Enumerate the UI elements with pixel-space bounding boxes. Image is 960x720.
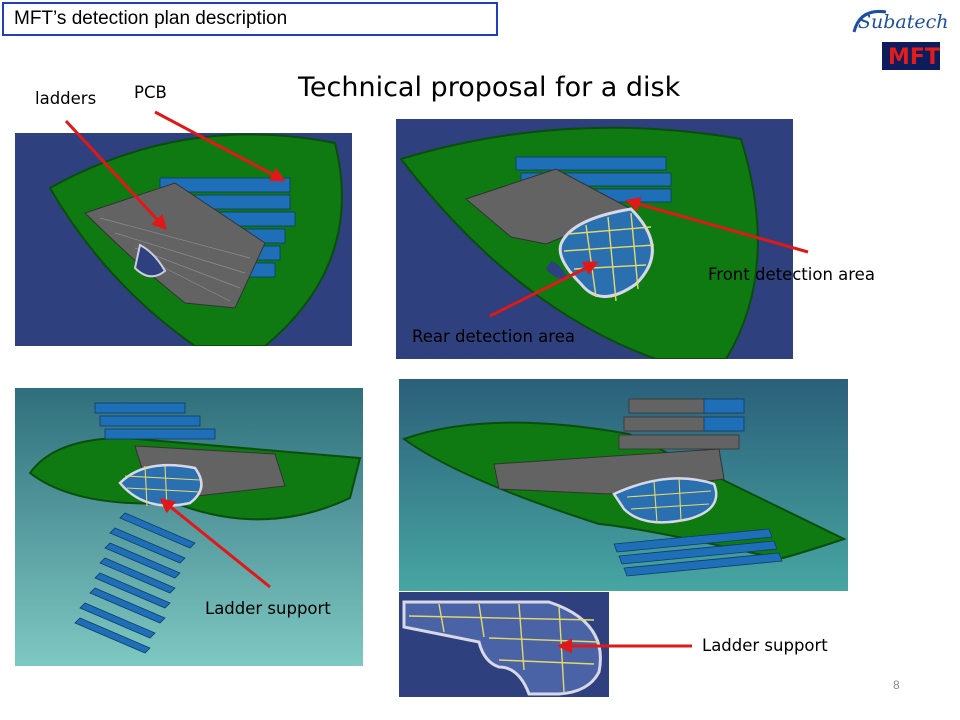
logo-brand-text: Subatech	[858, 11, 949, 33]
slide-title-box: MFT’s detection plan description	[2, 2, 498, 36]
disk-render-top-left	[15, 133, 352, 346]
disk-render-top-right-graphic	[396, 119, 793, 359]
slide-title: MFT’s detection plan description	[14, 8, 288, 29]
label-pcb: PCB	[134, 83, 167, 102]
label-rear-detection-area: Rear detection area	[412, 327, 575, 346]
label-front-detection-area: Front detection area	[708, 265, 875, 284]
disk-render-top-left-graphic	[15, 133, 352, 346]
page-number: 8	[893, 678, 900, 692]
disk-render-top-right	[396, 119, 793, 359]
exploded-ladders	[74, 512, 196, 654]
disk-render-bottom-left	[15, 388, 363, 666]
disk-render-bottom-right	[399, 379, 848, 591]
ladder-support-render-graphic	[399, 592, 609, 697]
disk-render-bottom-left-graphic	[15, 388, 363, 666]
logo-mark-text: MFT	[888, 45, 940, 70]
disk-render-bottom-right-graphic	[399, 379, 848, 591]
logo-graphic: Subatech MFT	[852, 9, 949, 70]
ladder-support-render	[399, 592, 609, 697]
label-ladders: ladders	[35, 89, 97, 108]
label-ladder-support-right: Ladder support	[702, 636, 828, 655]
label-ladder-support-left: Ladder support	[205, 599, 331, 618]
slide-heading: Technical proposal for a disk	[298, 72, 681, 103]
subatech-mft-logo: Subatech MFT	[850, 2, 950, 74]
